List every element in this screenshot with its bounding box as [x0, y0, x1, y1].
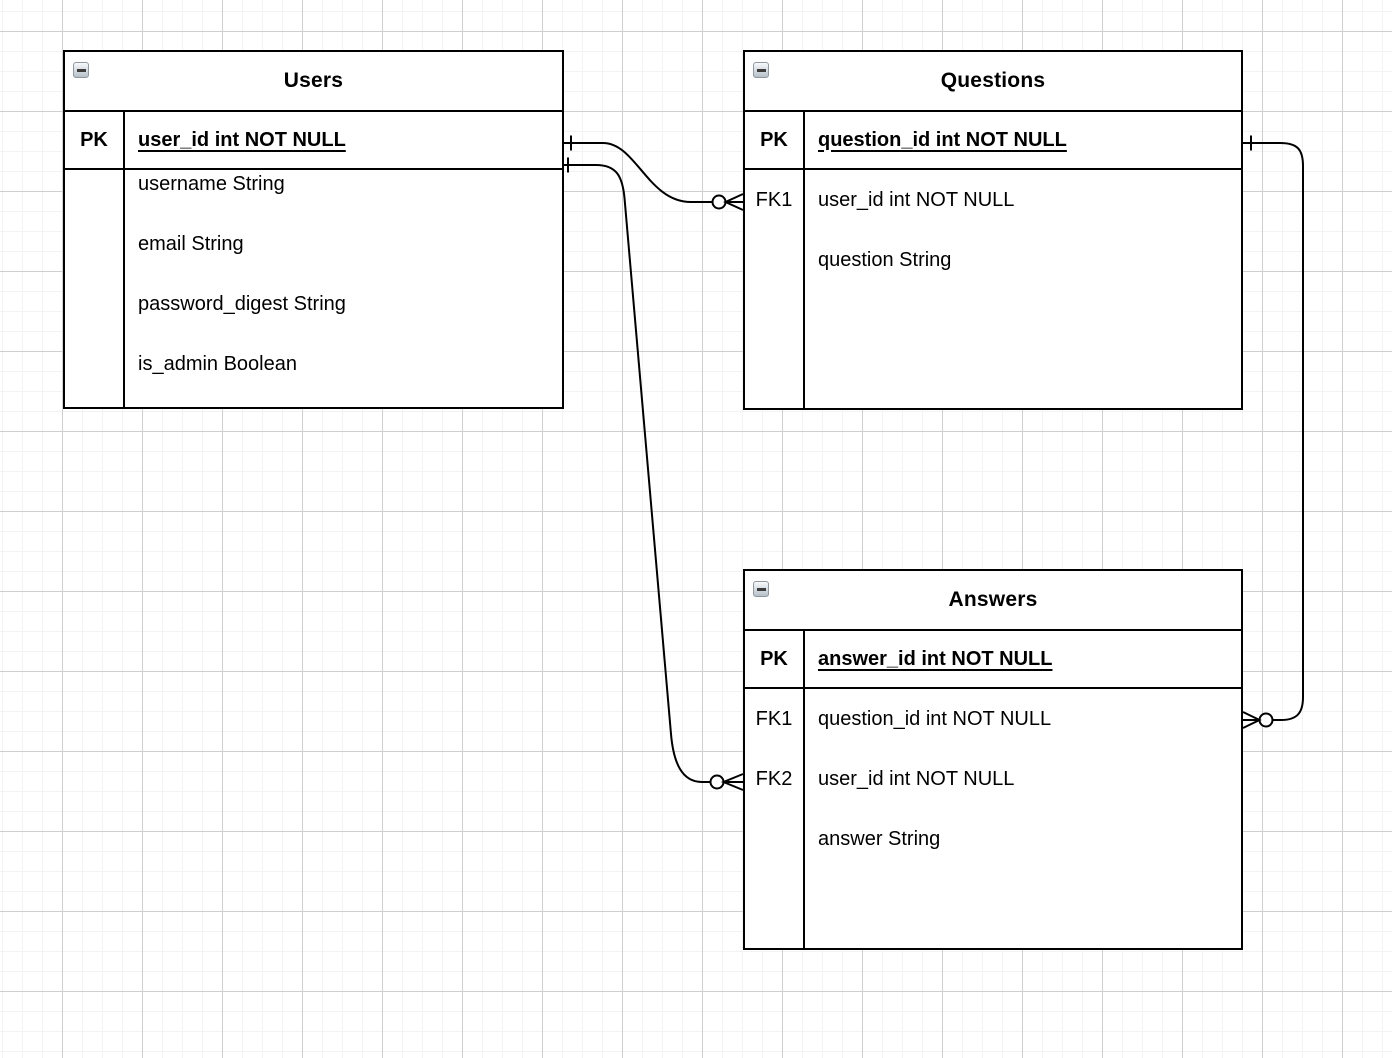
crows-foot-icon — [1242, 711, 1262, 729]
cardinality-zero-circle — [711, 194, 727, 210]
table-title-questions: Questions — [745, 52, 1241, 112]
table-row-users-pk[interactable]: PK user_id int NOT NULL — [65, 112, 562, 170]
table-row-questions-pk[interactable]: PK question_id int NOT NULL — [745, 112, 1241, 170]
table-row-filler — [745, 869, 1241, 948]
minus-icon — [756, 68, 766, 72]
edge-path — [564, 164, 711, 783]
er-table-users[interactable]: Users PK user_id int NOT NULL username S… — [63, 50, 564, 409]
crows-foot-icon — [720, 773, 744, 791]
table-row[interactable]: FK1 user_id int NOT NULL — [745, 170, 1241, 230]
column-label: email String — [138, 233, 244, 255]
collapse-button-users[interactable] — [73, 62, 89, 78]
table-row[interactable]: question String — [745, 230, 1241, 290]
edge-path — [1243, 142, 1304, 721]
column-label: user_id int NOT NULL — [818, 767, 1015, 790]
relationship-questions-answers[interactable] — [1242, 135, 1304, 729]
empty-cell — [805, 290, 1241, 408]
crows-foot-icon — [723, 193, 744, 211]
table-row-filler — [745, 290, 1241, 408]
key-cell — [745, 869, 805, 948]
minus-icon — [76, 68, 86, 72]
column-label: question_id int NOT NULL — [818, 707, 1052, 730]
key-cell — [65, 290, 125, 350]
pk-key-cell: PK — [745, 112, 805, 168]
table-row[interactable]: is_admin Boolean — [65, 350, 562, 407]
column-label: password_digest String — [138, 293, 346, 315]
table-title-users: Users — [65, 52, 562, 112]
key-cell: FK2 — [745, 749, 805, 809]
pk-column-label: user_id int NOT NULL — [138, 128, 346, 151]
column-label: answer String — [818, 827, 941, 850]
pk-column-label: answer_id int NOT NULL — [818, 647, 1053, 670]
relationship-users-questions[interactable] — [564, 135, 744, 211]
pk-key-cell: PK — [65, 112, 125, 168]
table-row[interactable]: answer String — [745, 809, 1241, 869]
cardinality-zero-circle — [709, 774, 725, 790]
table-row[interactable]: FK1 question_id int NOT NULL — [745, 689, 1241, 749]
column-label: question String — [818, 248, 952, 271]
table-row[interactable]: FK2 user_id int NOT NULL — [745, 749, 1241, 809]
table-row[interactable]: password_digest String — [65, 290, 562, 350]
table-row[interactable]: username String — [65, 170, 562, 230]
key-cell — [745, 809, 805, 869]
collapse-button-answers[interactable] — [753, 581, 769, 597]
key-cell: FK1 — [745, 689, 805, 749]
er-table-questions[interactable]: Questions PK question_id int NOT NULL FK… — [743, 50, 1243, 410]
table-row-answers-pk[interactable]: PK answer_id int NOT NULL — [745, 631, 1241, 689]
empty-cell — [805, 869, 1241, 948]
key-cell — [745, 230, 805, 290]
minus-icon — [756, 587, 766, 591]
table-row[interactable]: email String — [65, 230, 562, 290]
key-cell — [65, 230, 125, 290]
er-table-answers[interactable]: Answers PK answer_id int NOT NULL FK1 qu… — [743, 569, 1243, 950]
key-cell — [745, 290, 805, 408]
collapse-button-questions[interactable] — [753, 62, 769, 78]
key-cell: FK1 — [745, 170, 805, 230]
pk-column-label: question_id int NOT NULL — [818, 128, 1067, 151]
table-title-answers: Answers — [745, 571, 1241, 631]
pk-key-cell: PK — [745, 631, 805, 687]
column-label: username String — [138, 173, 285, 195]
column-label: is_admin Boolean — [138, 353, 297, 375]
key-cell — [65, 350, 125, 407]
cardinality-zero-circle — [1258, 712, 1274, 728]
relationship-users-answers[interactable] — [564, 157, 744, 791]
edge-path — [564, 142, 713, 203]
key-cell — [65, 170, 125, 230]
column-label: user_id int NOT NULL — [818, 188, 1015, 211]
